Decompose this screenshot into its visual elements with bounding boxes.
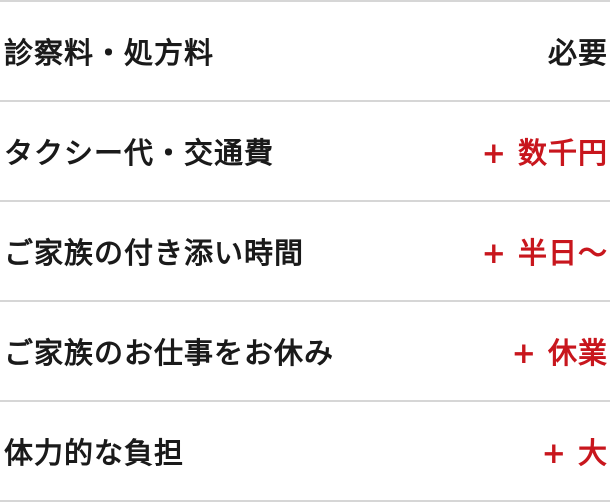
row-value: + 半日〜	[481, 236, 608, 270]
row-label: タクシー代・交通費	[4, 136, 275, 170]
cost-row-transport: タクシー代・交通費 + 数千円	[0, 102, 610, 202]
row-label: ご家族の付き添い時間	[4, 236, 305, 270]
cost-row-family-accompany: ご家族の付き添い時間 + 半日〜	[0, 202, 610, 302]
row-label: 診察料・処方料	[4, 36, 215, 70]
row-label: ご家族のお仕事をお休み	[4, 336, 335, 370]
cost-row-family-leave: ご家族のお仕事をお休み + 休業	[0, 302, 610, 402]
cost-row-physical-burden: 体力的な負担 + 大	[0, 402, 610, 502]
row-value: + 数千円	[481, 136, 608, 170]
row-value: + 大	[541, 436, 608, 470]
row-value: + 休業	[511, 336, 608, 370]
row-label: 体力的な負担	[4, 436, 185, 470]
cost-row-consultation-fee: 診察料・処方料 必要	[0, 2, 610, 102]
row-value: 必要	[547, 36, 608, 70]
